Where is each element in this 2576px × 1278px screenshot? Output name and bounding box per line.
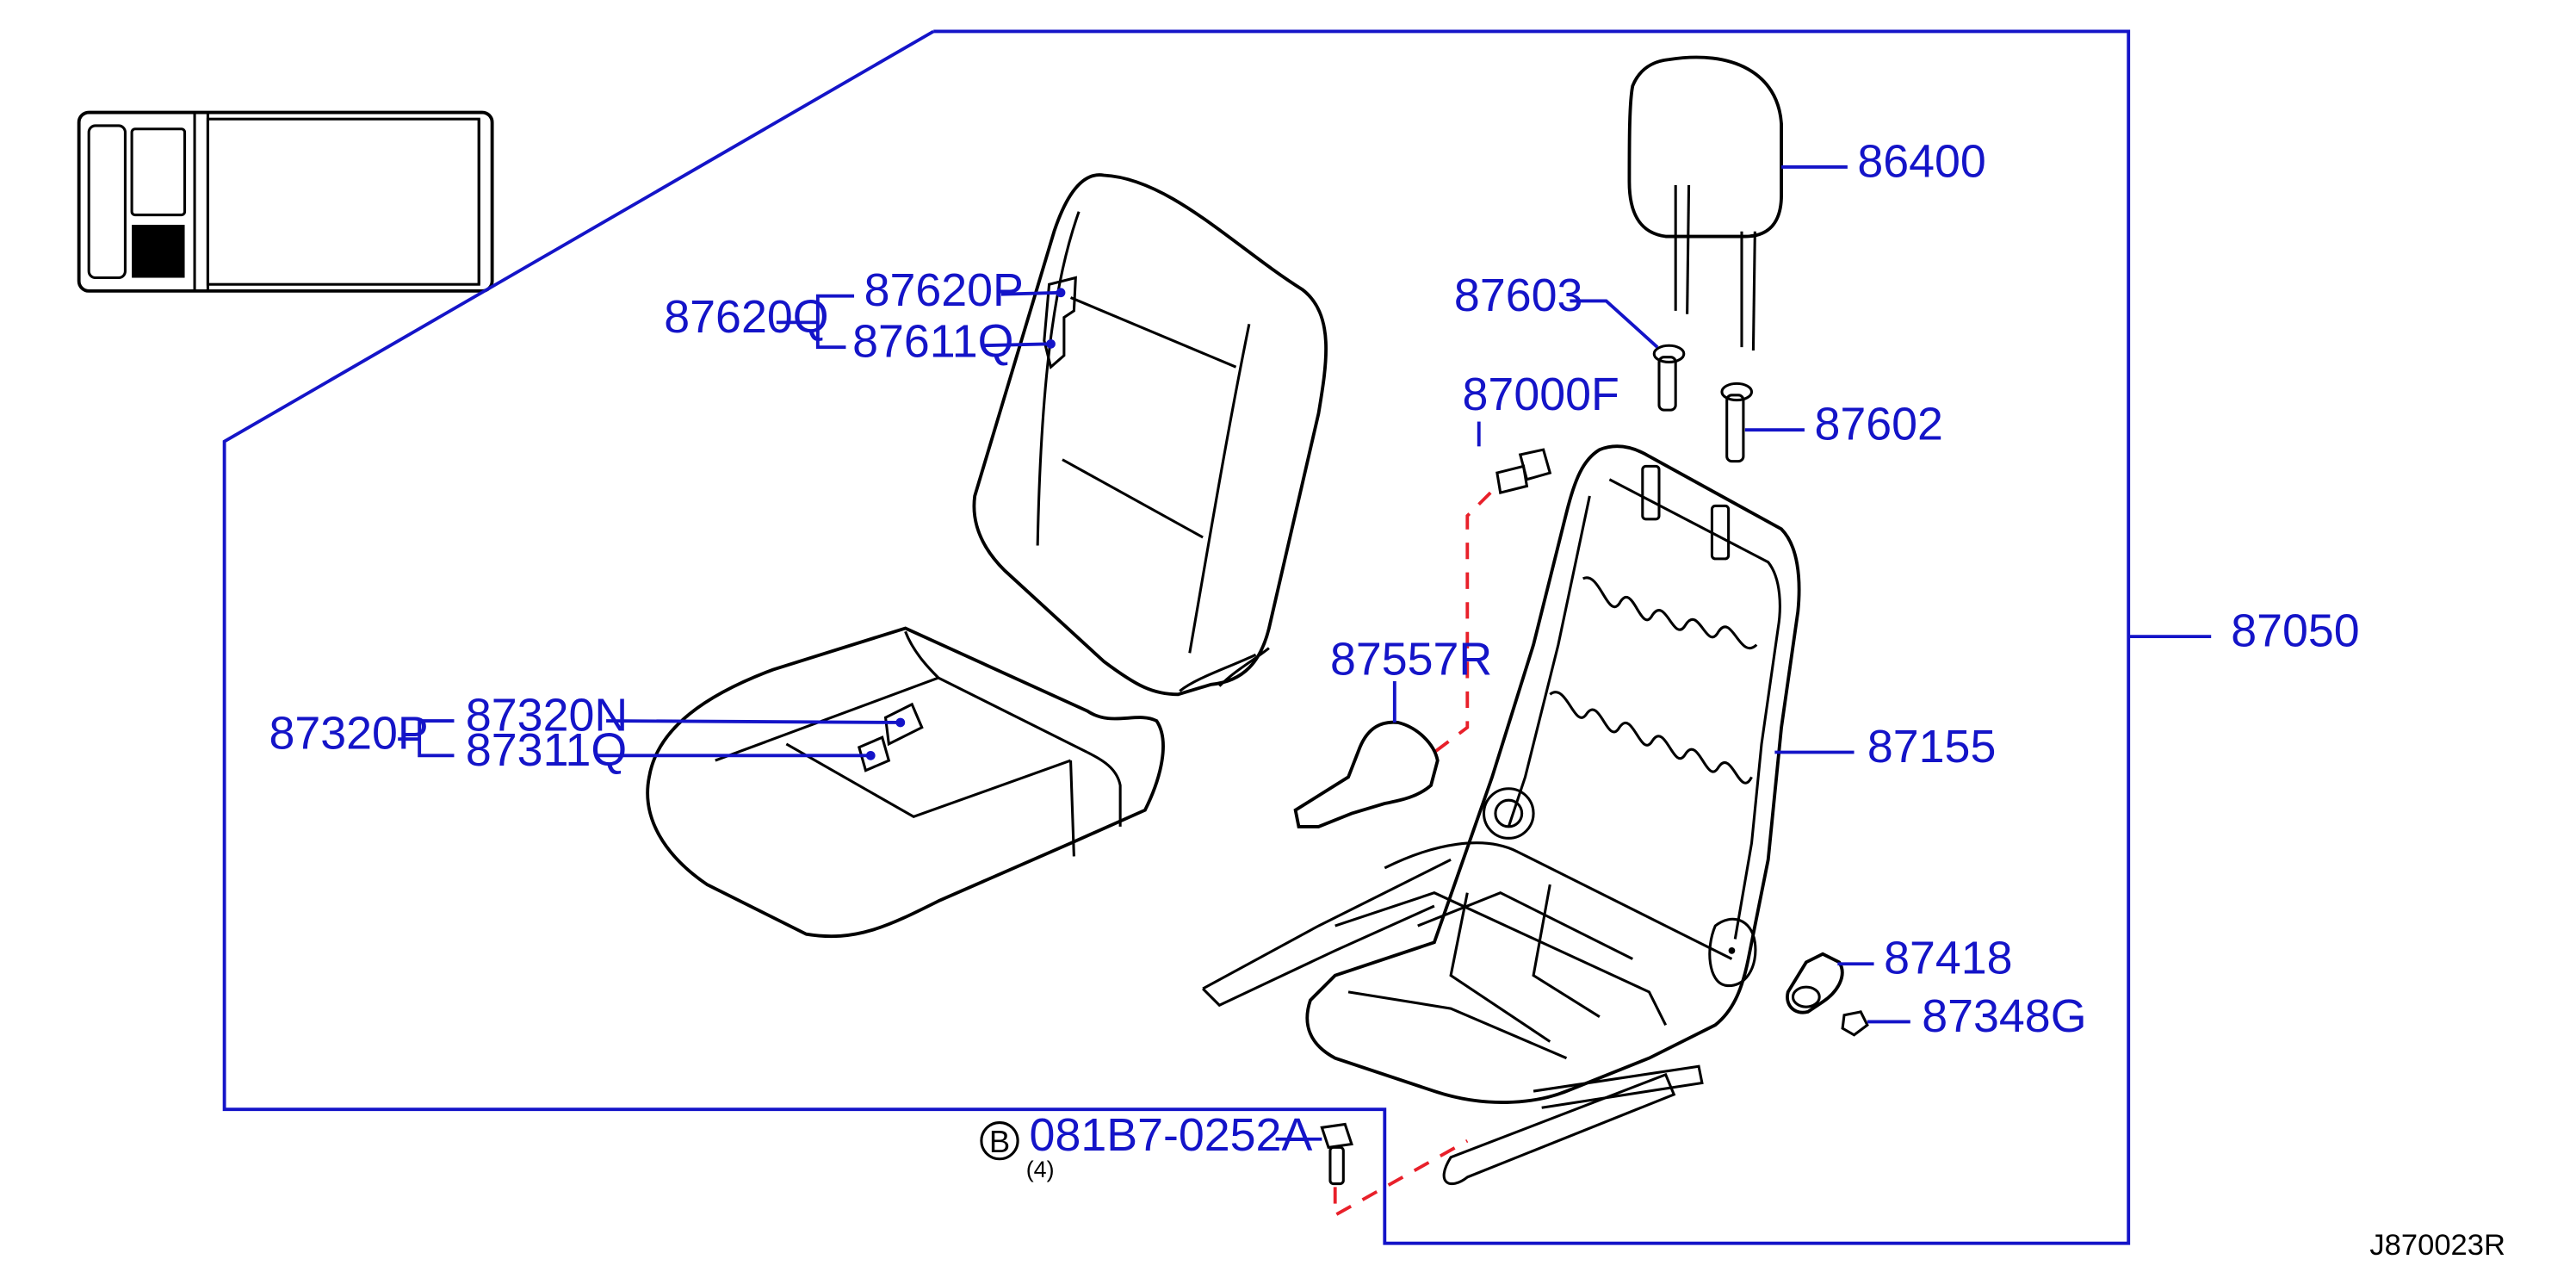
knob-87418-drawing bbox=[1786, 952, 1844, 1014]
label-87603: 87603 bbox=[1454, 270, 1582, 321]
label-87602: 87602 bbox=[1814, 399, 1942, 450]
label-87000f: 87000F bbox=[1463, 369, 1619, 420]
seat-location-marker bbox=[132, 225, 185, 278]
bolt-081b7-drawing bbox=[1320, 1122, 1353, 1186]
pivot-bolt bbox=[1728, 947, 1736, 954]
cover-87557r-drawing bbox=[1293, 720, 1440, 828]
bolt-marker-letter: B bbox=[989, 1124, 1010, 1159]
seat-cushion-trim-drawing bbox=[646, 626, 1165, 939]
label-87348g: 87348G bbox=[1922, 990, 2086, 1042]
label-87050: 87050 bbox=[2231, 605, 2359, 657]
bolt-marker-circle bbox=[980, 1121, 1019, 1161]
label-081b7-0252a: 081B7-0252A bbox=[1030, 1109, 1313, 1161]
label-87418: 87418 bbox=[1884, 933, 2012, 984]
diagram-reference-code: J870023R bbox=[2369, 1229, 2505, 1262]
label-87620q: 87620Q bbox=[664, 291, 828, 343]
bolt-87000f-dashed-path bbox=[1433, 491, 1492, 754]
assembly-boundary bbox=[222, 29, 2131, 1245]
label-bolt-quantity: (4) bbox=[1026, 1157, 1055, 1182]
label-87155: 87155 bbox=[1867, 721, 1996, 772]
label-87320n: 87320N bbox=[466, 690, 628, 741]
label-87320p: 87320P bbox=[269, 708, 428, 760]
label-87611q: 87611Q bbox=[852, 316, 1013, 368]
nut-87348g-drawing bbox=[1841, 1010, 1869, 1037]
bolt-081b7-dashed-path bbox=[1333, 1138, 1469, 1219]
vehicle-location-inset bbox=[77, 110, 494, 293]
label-86400: 86400 bbox=[1857, 135, 1985, 187]
label-87620p: 87620P bbox=[864, 264, 1024, 316]
seat-frame-drawing bbox=[1202, 444, 1801, 1186]
leader-lines bbox=[398, 164, 2212, 1141]
label-87557r: 87557R bbox=[1330, 633, 1492, 685]
label-87311q: 87311Q bbox=[466, 724, 627, 776]
bolt-87000f-drawing bbox=[1495, 448, 1552, 494]
headrest-guides-drawing bbox=[1652, 344, 1754, 463]
clip-dot bbox=[895, 717, 906, 728]
seat-back-trim-drawing bbox=[972, 173, 1328, 697]
clip-dot bbox=[1046, 338, 1056, 349]
headrest-drawing bbox=[1627, 55, 1783, 351]
